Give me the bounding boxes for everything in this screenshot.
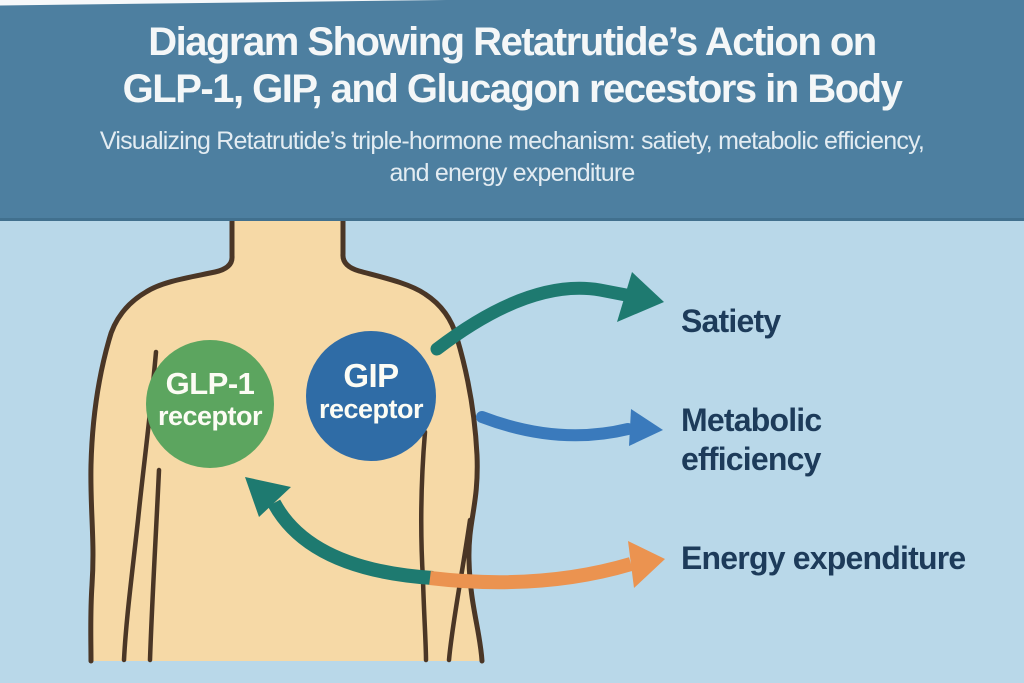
- return-arrow-shaft: [267, 499, 434, 585]
- page-title: Diagram Showing Retatrutide’s Action on …: [0, 0, 1024, 113]
- torso-silhouette: [90, 214, 482, 661]
- page-title-line1: Diagram Showing Retatrutide’s Action on: [148, 20, 877, 64]
- right-arm-line-2: [446, 517, 473, 663]
- gip-receptor-name: GIP: [343, 357, 399, 394]
- header-band: Diagram Showing Retatrutide’s Action on …: [0, 0, 1024, 221]
- gip-receptor-label: GIP receptor: [291, 357, 451, 425]
- page-subtitle-line2: and energy expenditure: [389, 159, 635, 187]
- top-edge-artifact-shape: [0, 0, 446, 6]
- energy-arrow-shaft: [429, 557, 633, 590]
- gip-receptor-circle: [306, 331, 436, 461]
- outcome-metabolic-line2: efficiency: [681, 441, 821, 477]
- gip-receptor-word: receptor: [318, 394, 424, 424]
- metabolic-arrow-head: [629, 409, 663, 446]
- metabolic-arrow-shaft: [476, 411, 634, 442]
- satiety-arrow-shaft: [430, 281, 633, 356]
- page-title-line2: GLP-1, GIP, and Glucagon recestors in Bo…: [122, 67, 903, 111]
- left-arm-line-2: [147, 467, 162, 663]
- top-edge-artifact: [0, 0, 446, 6]
- outcome-label-metabolic-efficiency: Metabolic efficiency: [681, 401, 822, 479]
- satiety-arrow-head: [617, 272, 664, 322]
- outcome-label-energy-expenditure: Energy expenditure: [681, 540, 966, 576]
- outcome-label-satiety: Satiety: [681, 303, 781, 339]
- glp1-receptor-word: receptor: [157, 401, 263, 431]
- glp1-receptor-circle: [146, 340, 274, 468]
- glp1-receptor-name: GLP-1: [165, 366, 255, 401]
- glp1-receptor-label: GLP-1 receptor: [130, 366, 290, 432]
- page-subtitle-line1: Visualizing Retatrutide’s triple-hormone…: [99, 127, 925, 155]
- torso-outline-left: [88, 211, 235, 664]
- torso-outline-right: [340, 211, 485, 664]
- outcome-metabolic-line1: Metabolic: [681, 402, 822, 438]
- return-arrow-head: [245, 477, 291, 517]
- energy-arrow-head: [628, 541, 665, 588]
- right-arm-line: [419, 429, 429, 663]
- page-subtitle: Visualizing Retatrutide’s triple-hormone…: [0, 125, 1024, 189]
